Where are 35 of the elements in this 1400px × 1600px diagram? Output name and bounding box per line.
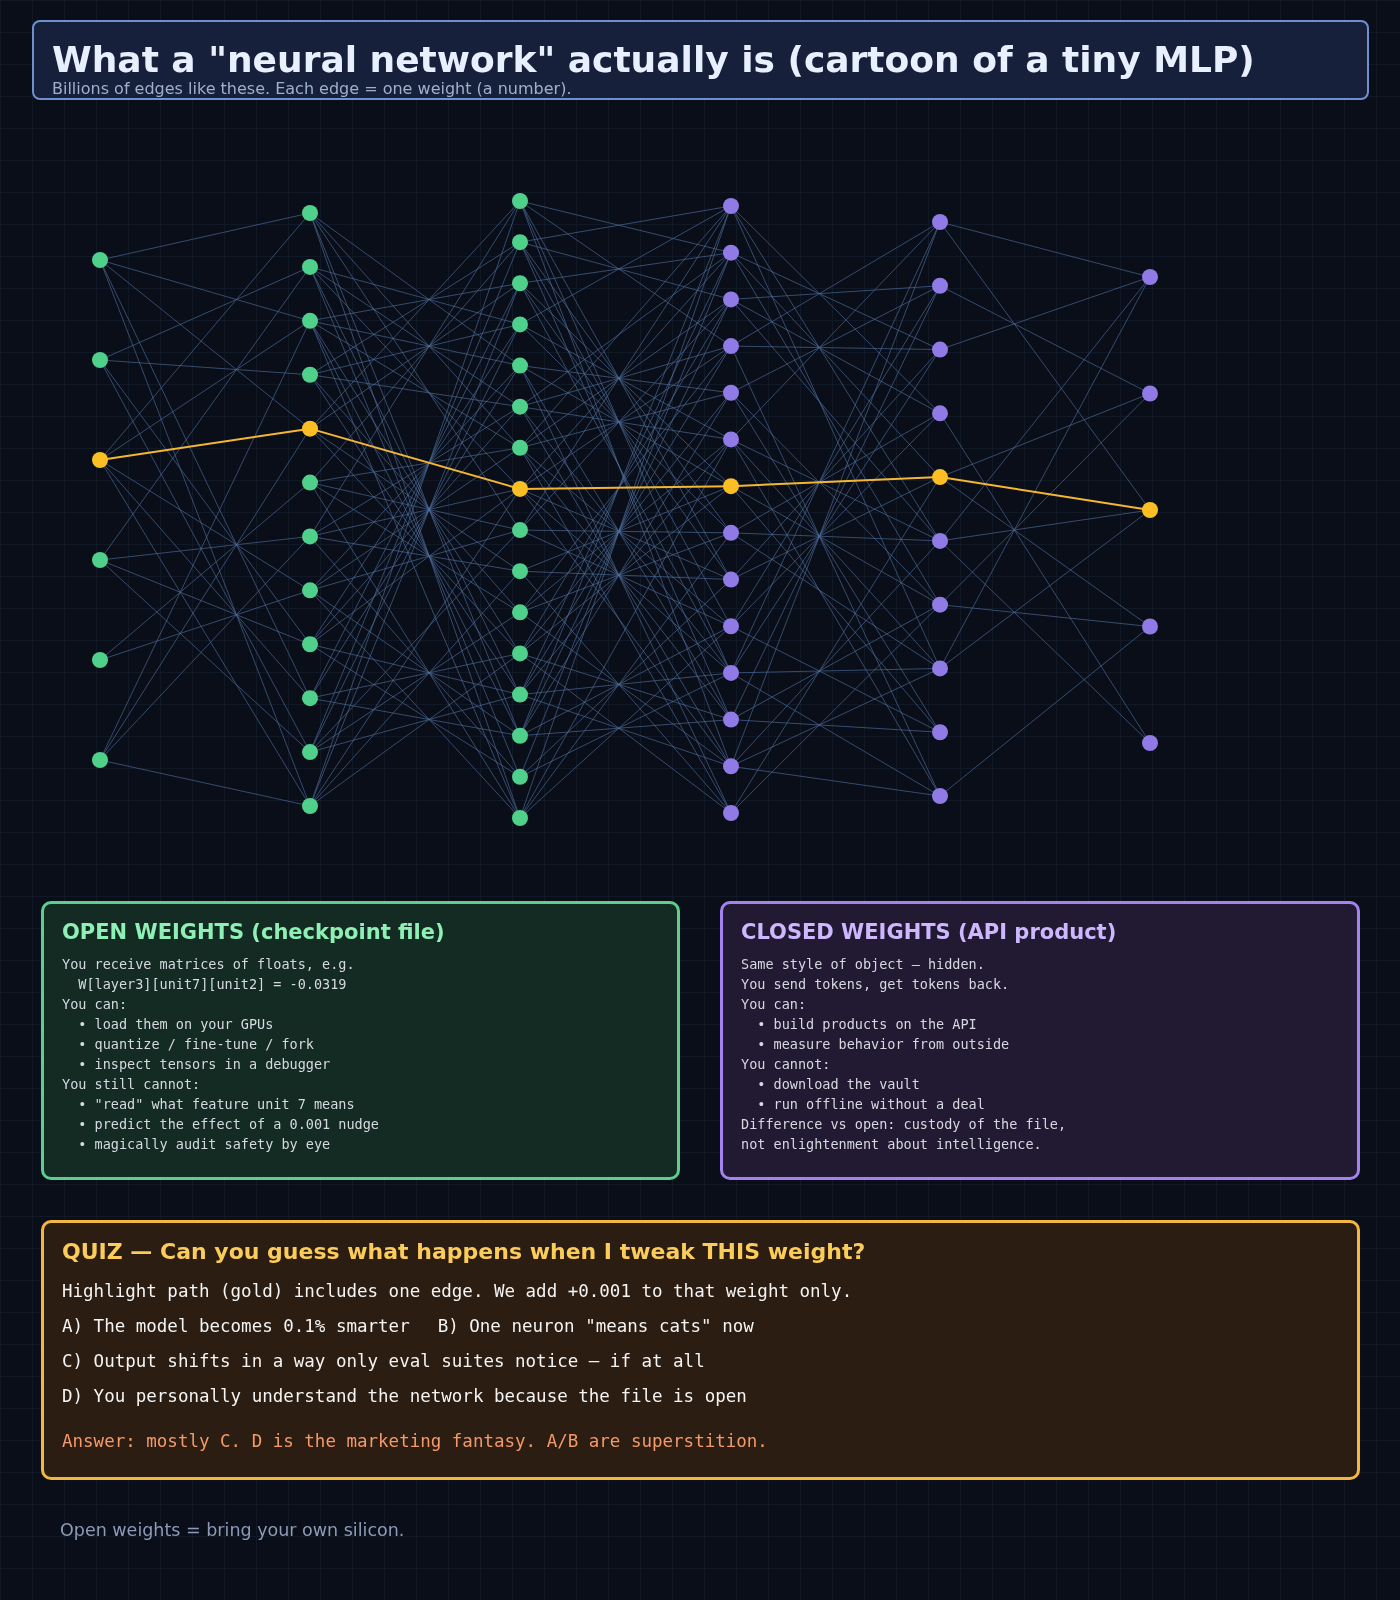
body-text-line: • load them on your GPUs — [77, 1015, 275, 1034]
footer-note: Open weights = bring your own silicon. — [60, 1520, 405, 1540]
body-text-line: • quantize / fine-tune / fork — [77, 1035, 315, 1054]
body-text-line: • run offline without a deal — [756, 1095, 986, 1114]
body-text-line: Difference vs open: custody of the file, — [741, 1115, 1068, 1134]
body-text-line: You send tokens, get tokens back. — [741, 975, 1011, 994]
body-text-line: You receive matrices of floats, e.g. — [62, 955, 356, 974]
question-text: Highlight path (gold) includes one edge. We add +0.001 to that weight only. — [62, 1280, 854, 1303]
body-text-line: You cannot: — [741, 1055, 832, 1074]
body-text-line: You still cannot: — [62, 1075, 202, 1094]
body-text-line: W[layer3][unit7][unit2] = -0.0319 — [77, 975, 348, 994]
answer-option: D) You personally understand the network because the file is open — [62, 1379, 1339, 1414]
panel-heading: QUIZ — Can you guess what happens when I tweak THIS weight? — [62, 1239, 867, 1264]
answer-option: A) The model becomes 0.1% smarter — [62, 1309, 410, 1344]
panel-heading: CLOSED WEIGHTS (API product) — [741, 920, 1118, 944]
body-text-line: • download the vault — [756, 1075, 921, 1094]
body-text-line: • build products on the API — [756, 1015, 978, 1034]
title: What a "neural network" actually is (cartoon of a tiny MLP) — [52, 40, 1256, 80]
body-text-line: not enlightenment about intelligence. — [741, 1135, 1043, 1154]
caption: Billions of edges like these. Each edge = one weight (a number). — [52, 80, 573, 98]
body-text-line: • "read" what feature unit 7 means — [77, 1095, 356, 1114]
answer-option: B) One neuron "means cats" now — [437, 1309, 754, 1344]
quiz-panel — [41, 1220, 1360, 1480]
body-text-line: • magically audit safety by eye — [77, 1135, 332, 1154]
answer-text: Answer: mostly C. D is the marketing fantasy. A/B are superstition. — [62, 1430, 769, 1453]
answer-option: C) Output shifts in a way only eval suites notice — if at all — [62, 1344, 1339, 1379]
body-text-line: You can: — [741, 995, 808, 1014]
body-text-line: • inspect tensors in a debugger — [77, 1055, 332, 1074]
body-text-line: You can: — [62, 995, 129, 1014]
info-panel — [720, 901, 1360, 1180]
body-text-line: • measure behavior from outside — [756, 1035, 1011, 1054]
body-text-line: • predict the effect of a 0.001 nudge — [77, 1115, 380, 1134]
body-text-line: Same style of object — hidden. — [741, 955, 986, 974]
panel-heading: OPEN WEIGHTS (checkpoint file) — [62, 920, 446, 944]
info-panel — [41, 901, 680, 1180]
